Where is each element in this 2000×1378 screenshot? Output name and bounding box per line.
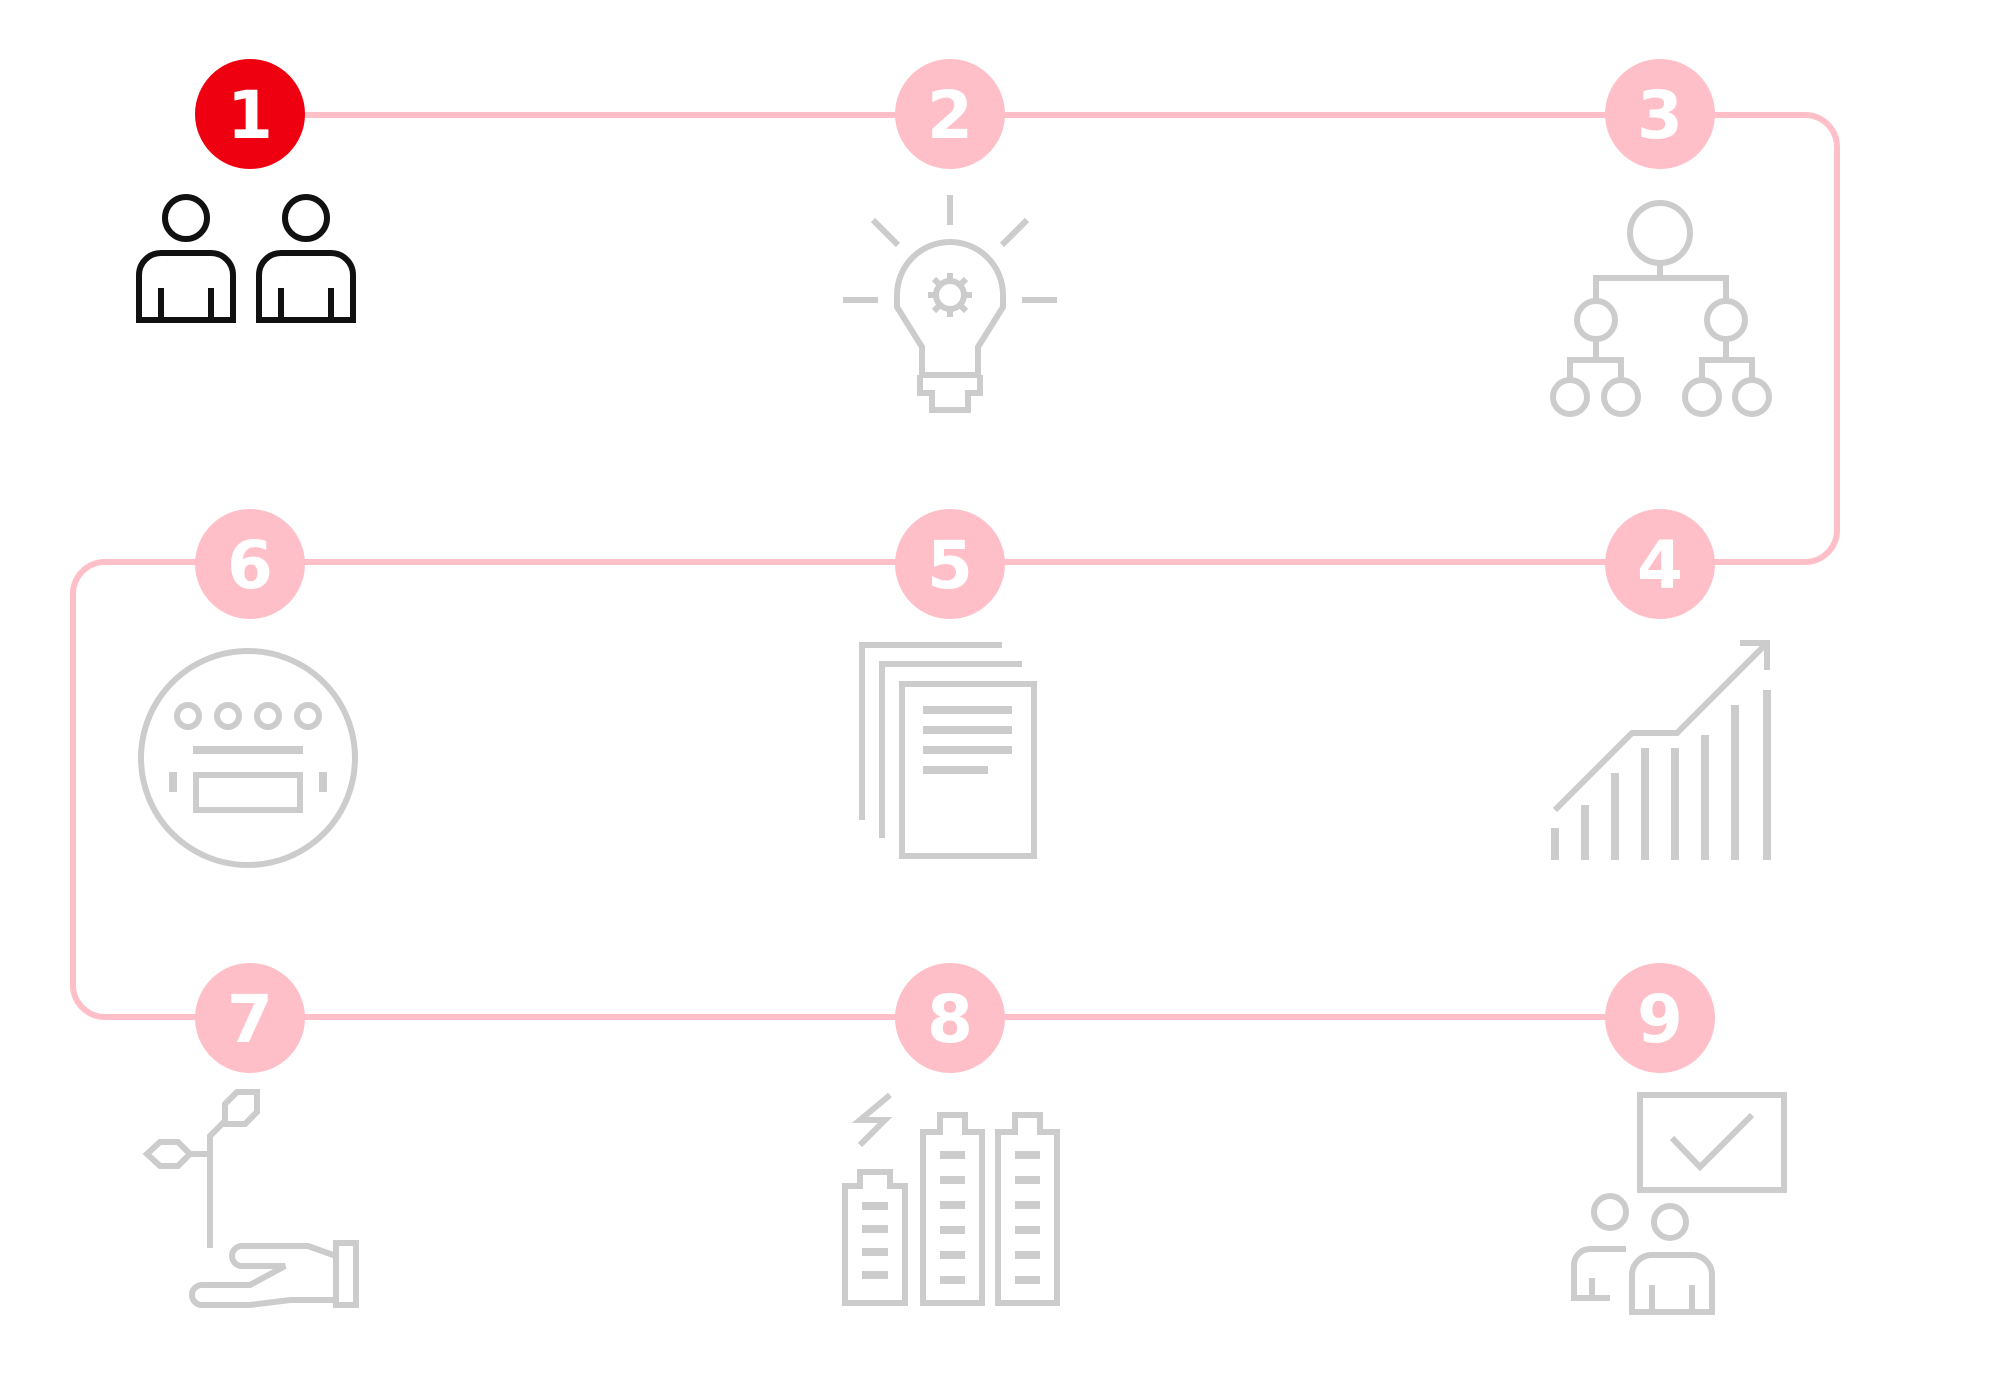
step-5: 5 xyxy=(859,509,1037,859)
step-9: 9 xyxy=(1571,963,1787,1315)
presentation-approval-icon xyxy=(1571,1092,1787,1315)
step-8: 8 xyxy=(842,963,1060,1306)
hierarchy-tree-icon xyxy=(1550,200,1772,417)
documents-stack-icon xyxy=(859,642,1037,859)
step-1-number: 1 xyxy=(227,77,273,154)
step-7: 7 xyxy=(142,963,359,1308)
step-3-circle xyxy=(1605,59,1715,169)
step-9-number: 9 xyxy=(1637,981,1683,1058)
step-6-number: 6 xyxy=(227,527,273,604)
step-8-circle xyxy=(895,963,1005,1073)
step-2-number: 2 xyxy=(927,77,973,154)
step-4: 4 xyxy=(1551,509,1771,860)
batteries-icon xyxy=(842,1092,1060,1306)
two-people-icon xyxy=(136,194,356,323)
step-7-circle xyxy=(195,963,305,1073)
electric-meter-icon xyxy=(138,648,358,868)
step-9-circle xyxy=(1605,963,1715,1073)
step-5-number: 5 xyxy=(927,527,973,604)
step-8-number: 8 xyxy=(927,981,973,1058)
step-4-number: 4 xyxy=(1637,527,1683,604)
growth-chart-icon xyxy=(1551,640,1771,860)
step-1: 1 xyxy=(136,59,356,323)
step-3-number: 3 xyxy=(1637,77,1683,154)
step-3: 3 xyxy=(1550,59,1772,417)
step-2-circle xyxy=(895,59,1005,169)
step-6: 6 xyxy=(138,509,358,868)
step-2: 2 xyxy=(843,59,1057,413)
step-7-number: 7 xyxy=(227,981,273,1058)
lightbulb-gear-icon xyxy=(843,195,1057,413)
hand-plant-icon xyxy=(142,1089,359,1308)
step-6-circle xyxy=(195,509,305,619)
step-4-circle xyxy=(1605,509,1715,619)
step-5-circle xyxy=(895,509,1005,619)
step-1-circle xyxy=(195,59,305,169)
